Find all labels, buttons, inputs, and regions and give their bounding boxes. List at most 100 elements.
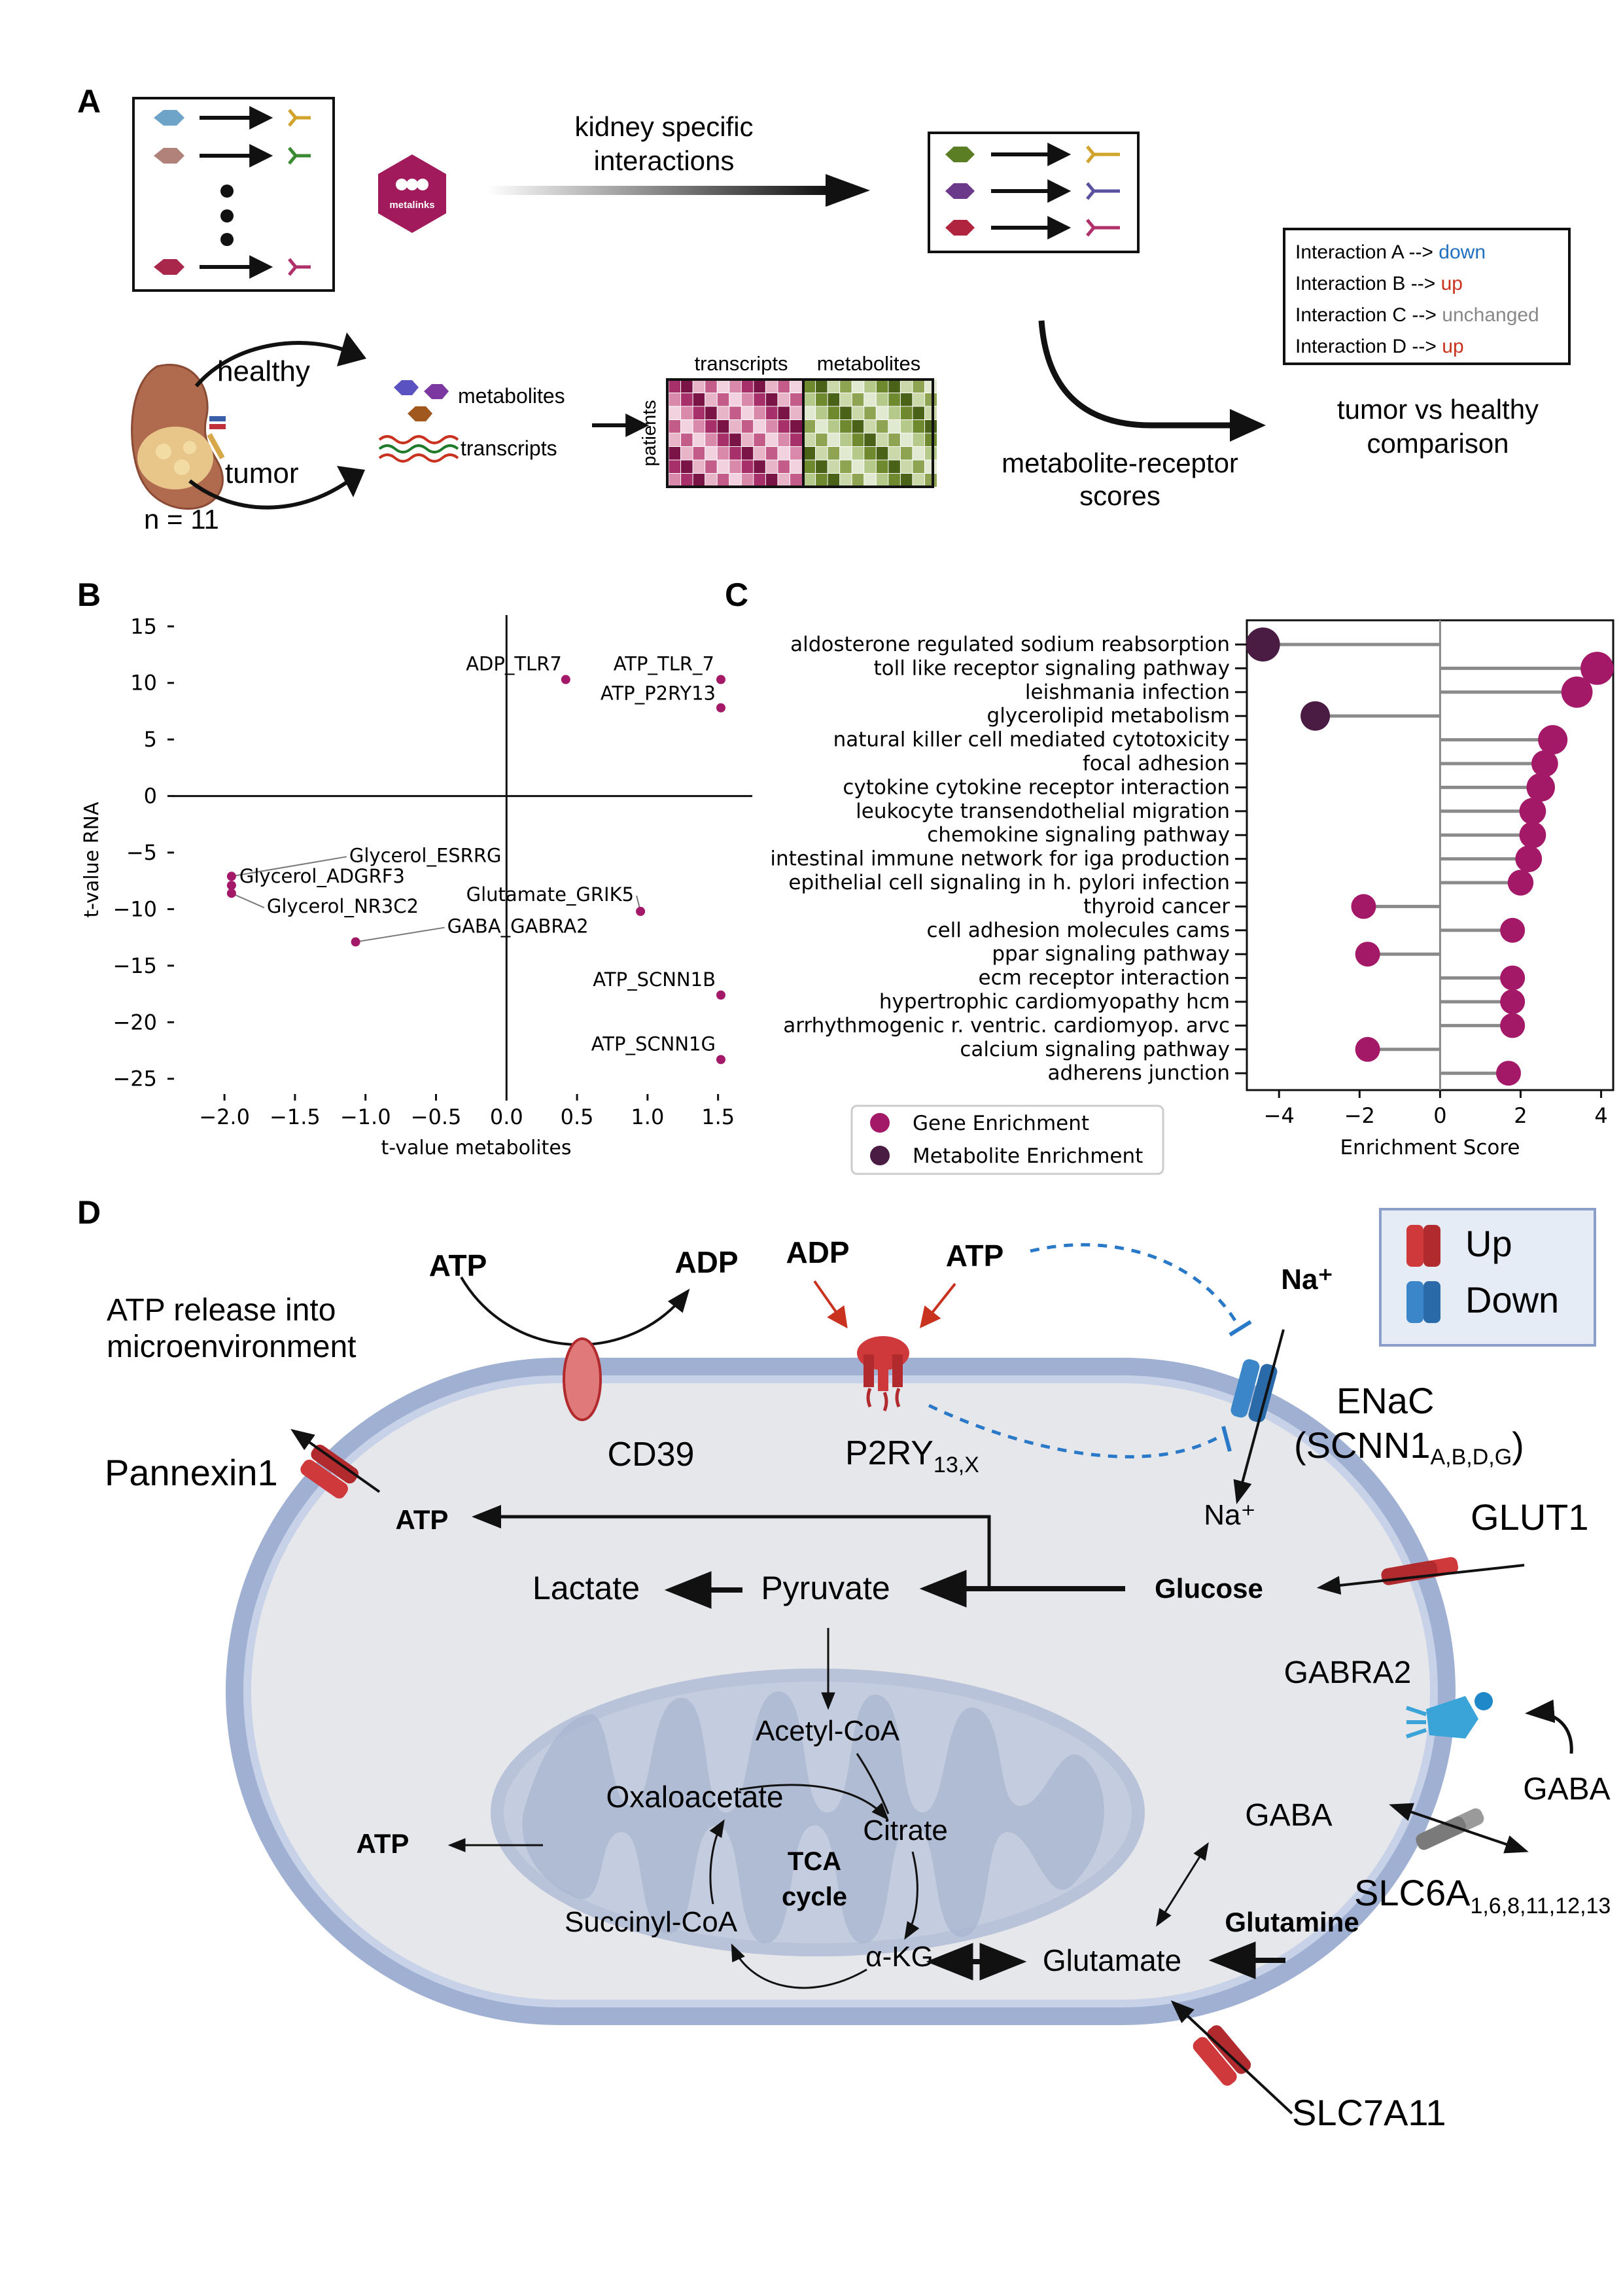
heatmap-cell (680, 473, 694, 487)
heatmap-cell (753, 433, 767, 448)
b-point (636, 906, 646, 916)
tumor-label: tumor (225, 457, 298, 489)
heatmap-cell (899, 446, 913, 461)
heatmap-cell (668, 433, 682, 448)
cd39-label: CD39 (608, 1436, 695, 1474)
heatmap-cell (864, 446, 877, 461)
heatmap-cell (680, 379, 694, 394)
heatmap-cell (777, 419, 791, 434)
heatmap-cell (888, 379, 901, 394)
heatmap-cell (815, 393, 829, 407)
heatmap-cell (851, 406, 865, 421)
scores-label-1: metabolite-receptor (1002, 448, 1238, 478)
legend-down-label: Down (1465, 1279, 1559, 1320)
heatmap-cell (875, 419, 889, 434)
heatmap-cell (912, 419, 926, 434)
c-dot (1580, 652, 1614, 685)
heatmap-cell (765, 459, 778, 474)
transcripts-label: transcripts (461, 436, 557, 460)
b-ytick-label: −5 (126, 840, 157, 865)
heatmap-cell (827, 419, 841, 434)
heatmap-cell (924, 446, 938, 461)
heatmap-cell (680, 459, 694, 474)
heatmap-cell (888, 433, 901, 448)
heatmap-cell (753, 406, 767, 421)
heatmap-cell (864, 393, 877, 407)
heatmap-cell (899, 393, 913, 407)
c-xtick-label: −2 (1344, 1103, 1375, 1128)
heatmap-cell (705, 446, 718, 461)
heatmap-cell (899, 459, 913, 474)
metabolite-hexagon-icon (945, 147, 975, 162)
c-category-label: natural killer cell mediated cytotoxicit… (833, 728, 1230, 752)
panel-label-d: D (77, 1194, 101, 1231)
heatmap-cell (741, 406, 754, 421)
b-point (226, 881, 236, 891)
heatmap-cell (888, 446, 901, 461)
heatmap-cell (815, 433, 829, 448)
c-dot (1538, 725, 1568, 755)
c-dot (1355, 942, 1380, 967)
heatmap-cell (741, 473, 754, 487)
heatmap-cell (851, 379, 865, 394)
heatmap-cell (815, 473, 829, 487)
b-point (561, 675, 570, 684)
c-dot (1500, 965, 1526, 991)
heatmap-cell (716, 446, 730, 461)
receptor-icon (288, 147, 311, 165)
b-point (716, 675, 725, 684)
heatmap-cell (851, 473, 865, 487)
ellipsis-dot (220, 209, 234, 222)
heatmap-cell (912, 379, 926, 394)
heatmap-cell (924, 419, 938, 434)
heatmap-cell (839, 393, 853, 407)
heatmap-cell (851, 393, 865, 407)
heatmap-cell (851, 419, 865, 434)
heatmap-cell (765, 433, 778, 448)
heatmap-cell (753, 459, 767, 474)
ellipsis-dot (220, 233, 234, 246)
heatmap-cell (815, 379, 829, 394)
heatmap-cell (729, 393, 742, 407)
heatmap-cell (668, 419, 682, 434)
heatmap-cell (741, 379, 754, 394)
heatmap-cell (827, 393, 841, 407)
c-category-label: arrhythmogenic r. ventric. cardiomyop. a… (783, 1014, 1230, 1037)
b-point (716, 703, 725, 713)
heatmap-cell (692, 433, 706, 448)
result-line: Interaction C --> unchanged (1295, 304, 1539, 326)
heatmap-cell (765, 419, 778, 434)
glutamate-label: Glutamate (1043, 1943, 1181, 1977)
c-category-label: toll like receptor signaling pathway (873, 656, 1230, 680)
heatmap-cell (875, 393, 889, 407)
kidney-illustration (131, 364, 226, 510)
b-ytick-label: 10 (130, 671, 157, 696)
interaction-list-rows (154, 106, 311, 279)
heatmap-cell (851, 446, 865, 461)
b-point-label: ATP_SCNN1G (591, 1033, 716, 1055)
heatmap-cell (692, 459, 706, 474)
citrate-label: Citrate (863, 1814, 948, 1846)
heatmap-cell (692, 446, 706, 461)
heatmap-cell (765, 393, 778, 407)
kidney-specific-label: kidney specific (574, 111, 753, 142)
heatmap-cell (839, 446, 853, 461)
c-xlabel: Enrichment Score (1340, 1136, 1520, 1159)
heatmap-cell (680, 406, 694, 421)
c-dot (1526, 773, 1556, 802)
metabolite-hexagon-icon (394, 380, 419, 395)
heatmap-cell (888, 393, 901, 407)
panel-a: metalinks kidney specific interactions I… (131, 97, 1571, 535)
b-point (226, 889, 236, 898)
heatmap-cell (765, 446, 778, 461)
heatmap-cell (765, 473, 778, 487)
metalinks-logo: metalinks (378, 154, 446, 233)
c-category-label: leukocyte transendothelial migration (856, 800, 1230, 823)
heatmap-cell (875, 473, 889, 487)
result-line: Interaction B --> up (1295, 273, 1463, 294)
heatmap-cell (888, 419, 901, 434)
heatmap-cell (827, 379, 841, 394)
enac-label: ENaC (1336, 1380, 1434, 1421)
c-category-label: focal adhesion (1083, 752, 1230, 775)
